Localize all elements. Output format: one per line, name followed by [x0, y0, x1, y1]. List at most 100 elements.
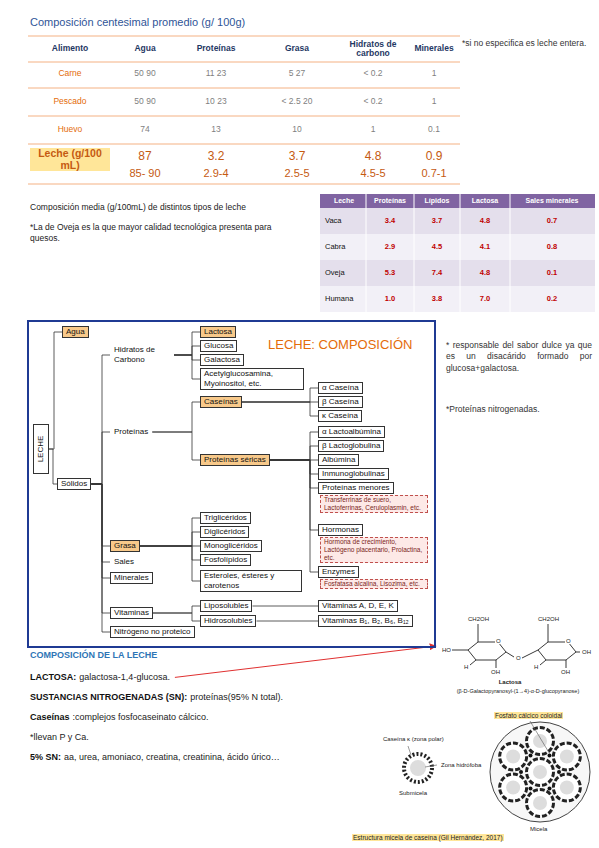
table-row — [320, 286, 595, 312]
tree-connector — [91, 355, 110, 484]
figure-label: Zona hidrófoba — [440, 762, 482, 769]
tree-connector — [140, 546, 200, 560]
table-cell: 4.5-5 — [338, 167, 408, 180]
figure-label: Caseína κ (zona polar) — [382, 736, 445, 743]
table-cell: 1.0 — [366, 294, 414, 303]
calcium-phosphate-dot — [557, 770, 561, 774]
node-text: Nitrógeno no proteico — [114, 627, 191, 637]
tree-connector — [252, 606, 318, 607]
highlight-box: Grasa — [110, 540, 140, 552]
lactose-structure — [452, 624, 580, 668]
hydrophobic-core — [560, 781, 574, 795]
submicelle — [553, 743, 580, 770]
node-text: Transferrinas de suero, Lactoferrinas, C… — [324, 496, 424, 512]
component-box: Minerales — [110, 572, 153, 584]
leader-line — [408, 746, 411, 755]
table-cell: < 2.5 20 — [262, 96, 332, 106]
node-text: β Caseína — [322, 397, 359, 407]
tree-connector — [270, 460, 318, 572]
table-cell: 85- 90 — [115, 167, 175, 180]
tree-connector — [174, 355, 200, 379]
highlight-box: Caseínas — [200, 396, 242, 408]
node-text: Vitaminas B₁, B₂, B₆, B₁₂ — [322, 616, 409, 626]
table-header: Sales minerales — [510, 197, 594, 205]
node-text: Liposolubles — [204, 601, 248, 611]
tree-connector — [256, 621, 318, 622]
tree-connector — [270, 446, 318, 460]
component-box: Liposolubles — [200, 600, 252, 612]
node-text: Hormonas — [322, 525, 359, 535]
tree-connector — [174, 346, 200, 355]
micelle-outline — [490, 722, 590, 822]
table-cell: 0.2 — [510, 294, 594, 303]
tree-connector — [270, 460, 318, 488]
component-box: Hidrosolubles — [200, 615, 256, 627]
node-text: Proteínas menores — [322, 483, 390, 493]
component-box: β Lactoglobulina — [318, 440, 384, 452]
figure-label: Micela — [529, 826, 548, 833]
node-text: β Lactoglobulina — [322, 441, 380, 451]
leader-line — [530, 721, 550, 754]
calcium-phosphate-dot — [529, 754, 533, 758]
leader-line — [425, 765, 437, 767]
tree-connector — [91, 484, 110, 632]
table-rule — [414, 194, 415, 312]
chemical-label: H — [533, 664, 539, 670]
chemical-label: OH — [560, 669, 571, 675]
node-text: Monoglicéridos — [204, 541, 258, 551]
table-rule — [28, 88, 460, 89]
component-box: Albúmina — [318, 454, 359, 466]
table-row-label: Huevo — [30, 124, 110, 134]
highlight-box: Lactosa — [200, 326, 236, 338]
section-note: *La de Oveja es la que mayor calidad tec… — [30, 222, 300, 245]
component-box: Diglicéridos — [200, 526, 249, 538]
table-row-label: Leche (g/100 mL) — [30, 148, 110, 171]
node-text: κ Caseína — [322, 411, 358, 421]
table-header: Proteínas — [180, 44, 252, 53]
figure-label: Submicela — [398, 790, 428, 797]
table-row — [320, 260, 595, 286]
table-rule — [28, 116, 460, 117]
table-header: Minerales — [408, 44, 460, 53]
table-cell: 10 — [262, 124, 332, 134]
group-label: Sales — [110, 556, 138, 568]
table-cell: 2.9 — [366, 242, 414, 251]
chemical-label: OH — [490, 669, 501, 675]
chemical-label: HO — [441, 647, 452, 653]
tree-connector — [49, 332, 62, 449]
tree-connector — [49, 449, 57, 484]
leader-arrow — [175, 646, 436, 677]
node-text: Albúmina — [322, 455, 355, 465]
page-title: Composición centesimal promedio (g/ 100g… — [30, 16, 245, 29]
submicelle — [500, 743, 527, 770]
table-rule — [510, 194, 511, 312]
table-cell: 2.5-5 — [262, 167, 332, 180]
submicelle — [553, 774, 580, 801]
node-text: Galactosa — [204, 355, 240, 365]
group-label: Proteínas — [110, 426, 152, 438]
submicelle — [527, 759, 554, 786]
node-text: α Lactoalbúmina — [322, 427, 381, 437]
tree-connector — [153, 613, 200, 621]
calcium-phosphate-dot — [529, 786, 533, 790]
table-cell: 0.7-1 — [408, 167, 460, 180]
node-text: Vitaminas A, D, E, K — [322, 601, 394, 611]
table-row — [320, 208, 595, 234]
bond-lines — [452, 624, 580, 668]
table-cell: 4.8 — [338, 149, 408, 163]
table-rule — [28, 36, 460, 37]
detail-box: Fosfatasa alcalina, Lisozima, etc. — [320, 579, 428, 589]
chemical-label: CH2OH — [467, 616, 490, 622]
hydrophobic-core — [410, 760, 426, 776]
tree-connector — [174, 355, 200, 360]
node-text: Fosfatasa alcalina, Lisozima, etc. — [324, 580, 424, 588]
table-rule — [460, 194, 461, 312]
tree-connector — [91, 484, 110, 578]
table-header — [320, 194, 595, 208]
hydrophobic-core — [533, 765, 547, 779]
component-box: Vitaminas A, D, E, K — [318, 600, 398, 612]
detail-box: Transferrinas de suero, Lactoferrinas, C… — [320, 495, 428, 513]
table-cell: 5.3 — [366, 268, 414, 277]
term-label: LACTOSA: — [30, 672, 76, 683]
table-cell: 50 90 — [115, 96, 175, 106]
